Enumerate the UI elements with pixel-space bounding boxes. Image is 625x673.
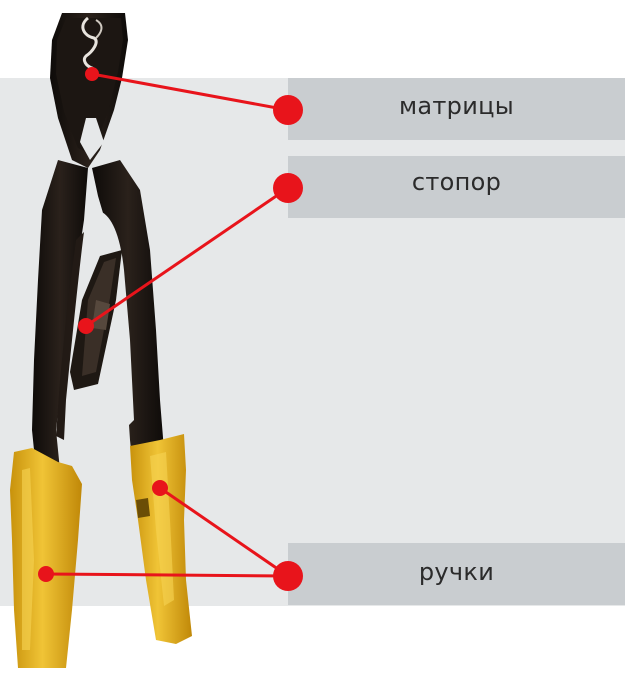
pliers-grips <box>10 434 192 668</box>
pliers-head <box>50 13 128 168</box>
